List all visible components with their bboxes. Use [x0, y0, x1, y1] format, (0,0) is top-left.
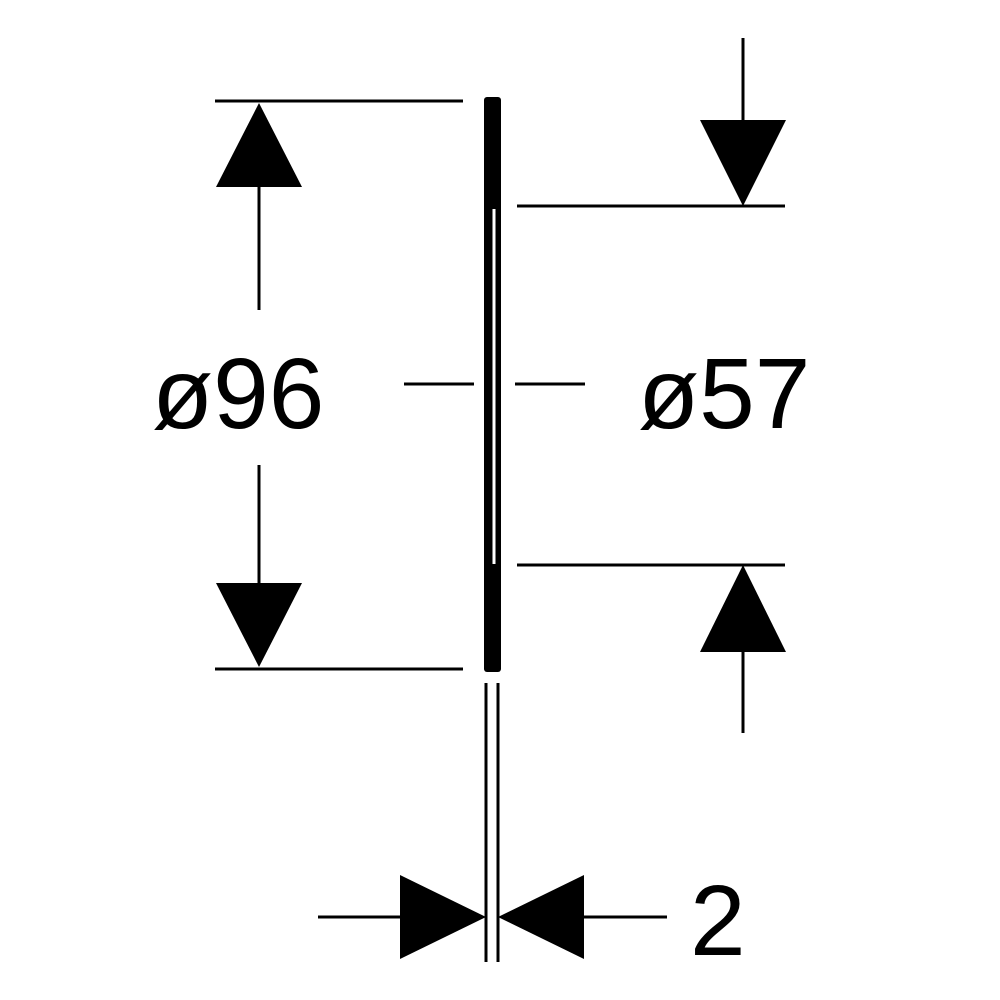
disc-profile	[484, 97, 501, 672]
thickness-label: 2	[690, 865, 746, 977]
arrow-up-icon	[216, 103, 302, 187]
outer-diameter-dimension	[216, 103, 302, 667]
thickness-dimension	[318, 875, 667, 959]
inner-diameter-label: ø57	[638, 338, 810, 450]
outer-diameter-label: ø96	[152, 338, 324, 450]
inner-diameter-dimension	[700, 38, 786, 733]
arrow-down-icon	[216, 583, 302, 667]
arrow-left-icon	[498, 875, 584, 959]
thickness-extension-lines	[484, 683, 500, 962]
arrow-right-icon	[400, 875, 486, 959]
arrow-down-icon	[700, 120, 786, 206]
arrow-up-icon	[700, 565, 786, 652]
